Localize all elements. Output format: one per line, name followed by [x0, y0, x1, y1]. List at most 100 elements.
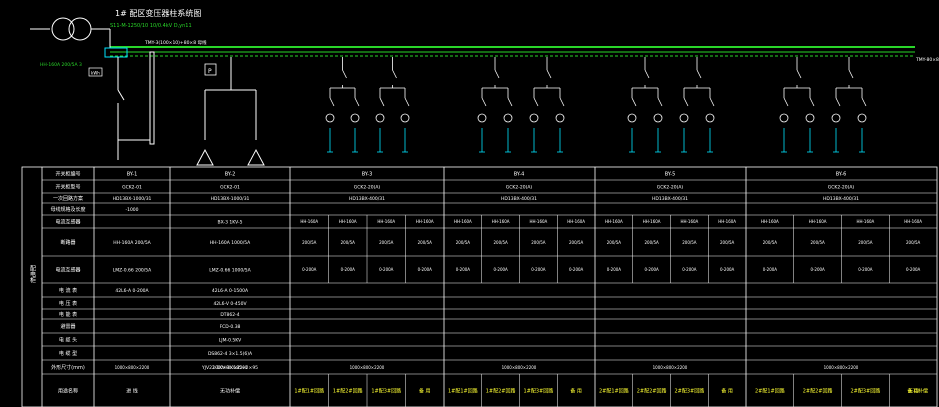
- current-transformer-icon: [705, 113, 715, 123]
- scheme-label: HD13BX-1000/31: [211, 196, 250, 202]
- sub-ammeter: 0-200A: [418, 267, 433, 272]
- row-header: 电 能 表: [59, 311, 77, 318]
- row-header: 避雷器: [60, 323, 75, 330]
- dimension-label: 1000×800×2200: [502, 365, 537, 370]
- sub-ammeter: 0-200A: [493, 267, 508, 272]
- sub-ct: 200/5A: [644, 240, 659, 245]
- col1-detail: HH-160A 200/5A: [113, 240, 151, 246]
- usage-label: 无功补偿: [220, 388, 240, 395]
- branch-switch: [329, 97, 335, 107]
- col2-detail: YJV22-1KV-3×185+2×95: [201, 365, 258, 371]
- sub-cb: HH-160A: [643, 219, 661, 224]
- sub-ct: 200/5A: [341, 240, 356, 245]
- usage-label: 2#配3#回路: [851, 388, 881, 395]
- main-busbar: [110, 46, 915, 57]
- branch-switch: [354, 97, 360, 107]
- sub-ct: 200/5A: [763, 240, 778, 245]
- dimension-label: 1000×800×2200: [653, 365, 688, 370]
- sub-ammeter: 0-200A: [569, 267, 584, 272]
- diagram-title: 1# 配区变压器柱系统图: [115, 8, 201, 18]
- sub-ammeter: 0-200A: [302, 267, 317, 272]
- usage-label: 备 用: [907, 388, 919, 395]
- sub-ct: 200/5A: [906, 240, 921, 245]
- col2-detail: DT862-4: [220, 312, 239, 318]
- branch-switch: [835, 97, 841, 107]
- current-transformer-icon: [627, 113, 637, 123]
- feeder-switch: [392, 69, 397, 79]
- sub-ammeter: 0-200A: [682, 267, 697, 272]
- current-transformer-icon: [805, 113, 815, 123]
- sub-cb: HH-160A: [680, 219, 698, 224]
- sub-ammeter: 0-200A: [531, 267, 546, 272]
- panel-model: GCK2-20(A): [828, 185, 855, 191]
- row-header: 母线规格及长度: [50, 206, 85, 213]
- col2-detail: BX-3 1KV-5: [218, 220, 243, 226]
- panel-label: BY-4: [514, 172, 525, 178]
- panel-label: BY-6: [836, 172, 847, 178]
- meter-box: [88, 67, 103, 77]
- dimension-label: 1000×800×2200: [213, 365, 248, 370]
- usage-label: 1#配3#回路: [371, 388, 401, 395]
- sub-ammeter: 0-200A: [906, 267, 921, 272]
- row-header: 电 缆 头: [59, 337, 77, 344]
- incoming-feeder: [104, 29, 155, 160]
- table-side-label: 配电柜: [29, 265, 36, 284]
- branch-switch: [861, 97, 867, 107]
- current-transformer-icon: [375, 113, 385, 123]
- sub-cb: HH-160A: [809, 219, 827, 224]
- col1-detail: 42L6-A 0-200A: [115, 288, 149, 294]
- branch-switch: [533, 97, 539, 107]
- panel-model: GCK2-20(A): [506, 185, 533, 191]
- feeder-groups: [325, 57, 867, 153]
- usage-label: 2#配2#回路: [637, 388, 667, 395]
- feeder-switch: [796, 69, 802, 79]
- usage-label: 1#配1#回路: [448, 388, 478, 395]
- compensation-feeder: [196, 57, 265, 166]
- current-transformer-icon: [325, 113, 335, 123]
- col2-detail: LJM-0.5KV: [219, 338, 242, 344]
- usage-label: 无功补偿: [908, 388, 928, 395]
- sub-ct: 200/5A: [682, 240, 697, 245]
- row-header: 用途名称: [58, 388, 78, 395]
- sub-ammeter: 0-200A: [763, 267, 778, 272]
- current-transformer-icon: [400, 113, 410, 123]
- usage-label: 备 用: [570, 388, 582, 395]
- branch-switch: [709, 97, 715, 107]
- branch-switch: [559, 97, 565, 107]
- panel-label: BY-5: [665, 172, 676, 178]
- panel-label: BY-2: [225, 172, 236, 178]
- panel-label: BY-3: [362, 172, 373, 178]
- feeder-switch: [696, 69, 702, 79]
- sub-ct: 200/5A: [418, 240, 433, 245]
- panel-label: BY-1: [127, 172, 138, 178]
- usage-label: 2#配2#回路: [803, 388, 833, 395]
- sub-ct: 200/5A: [720, 240, 735, 245]
- sub-ammeter: 0-200A: [810, 267, 825, 272]
- diagram-subtitle: S11-M-1250/10 10/0.4kV D,yn11: [110, 23, 192, 29]
- feeder-switch: [546, 69, 552, 79]
- current-transformer-icon: [679, 113, 689, 123]
- panel-model: GCK2-20(A): [354, 185, 381, 191]
- scheme-label: HD13BX-400/31: [501, 196, 537, 202]
- usage-label: 1#配3#回路: [524, 388, 554, 395]
- current-transformer-icon: [503, 113, 513, 123]
- usage-label: 2#配1#回路: [599, 388, 629, 395]
- sub-cb: HH-160A: [377, 219, 395, 224]
- feeder-group-1: [325, 57, 410, 153]
- sub-ct: 200/5A: [810, 240, 825, 245]
- sub-ct: 200/5A: [456, 240, 471, 245]
- sub-ct: 200/5A: [493, 240, 508, 245]
- box-p: [204, 63, 217, 76]
- col2-detail: 42L6-V 0-450V: [213, 301, 247, 307]
- row-header: 电 压 表: [59, 300, 77, 307]
- sub-ct: 200/5A: [379, 240, 394, 245]
- sub-ammeter: 0-200A: [341, 267, 356, 272]
- sub-cb: HH-160A: [529, 219, 547, 224]
- scheme-label: HD13BX-400/31: [823, 196, 859, 202]
- usage-label: 2#配3#回路: [675, 388, 705, 395]
- usage-label: 2#配1#回路: [755, 388, 785, 395]
- row-header: 一次回路方案: [53, 195, 83, 202]
- sub-cb: HH-160A: [605, 219, 623, 224]
